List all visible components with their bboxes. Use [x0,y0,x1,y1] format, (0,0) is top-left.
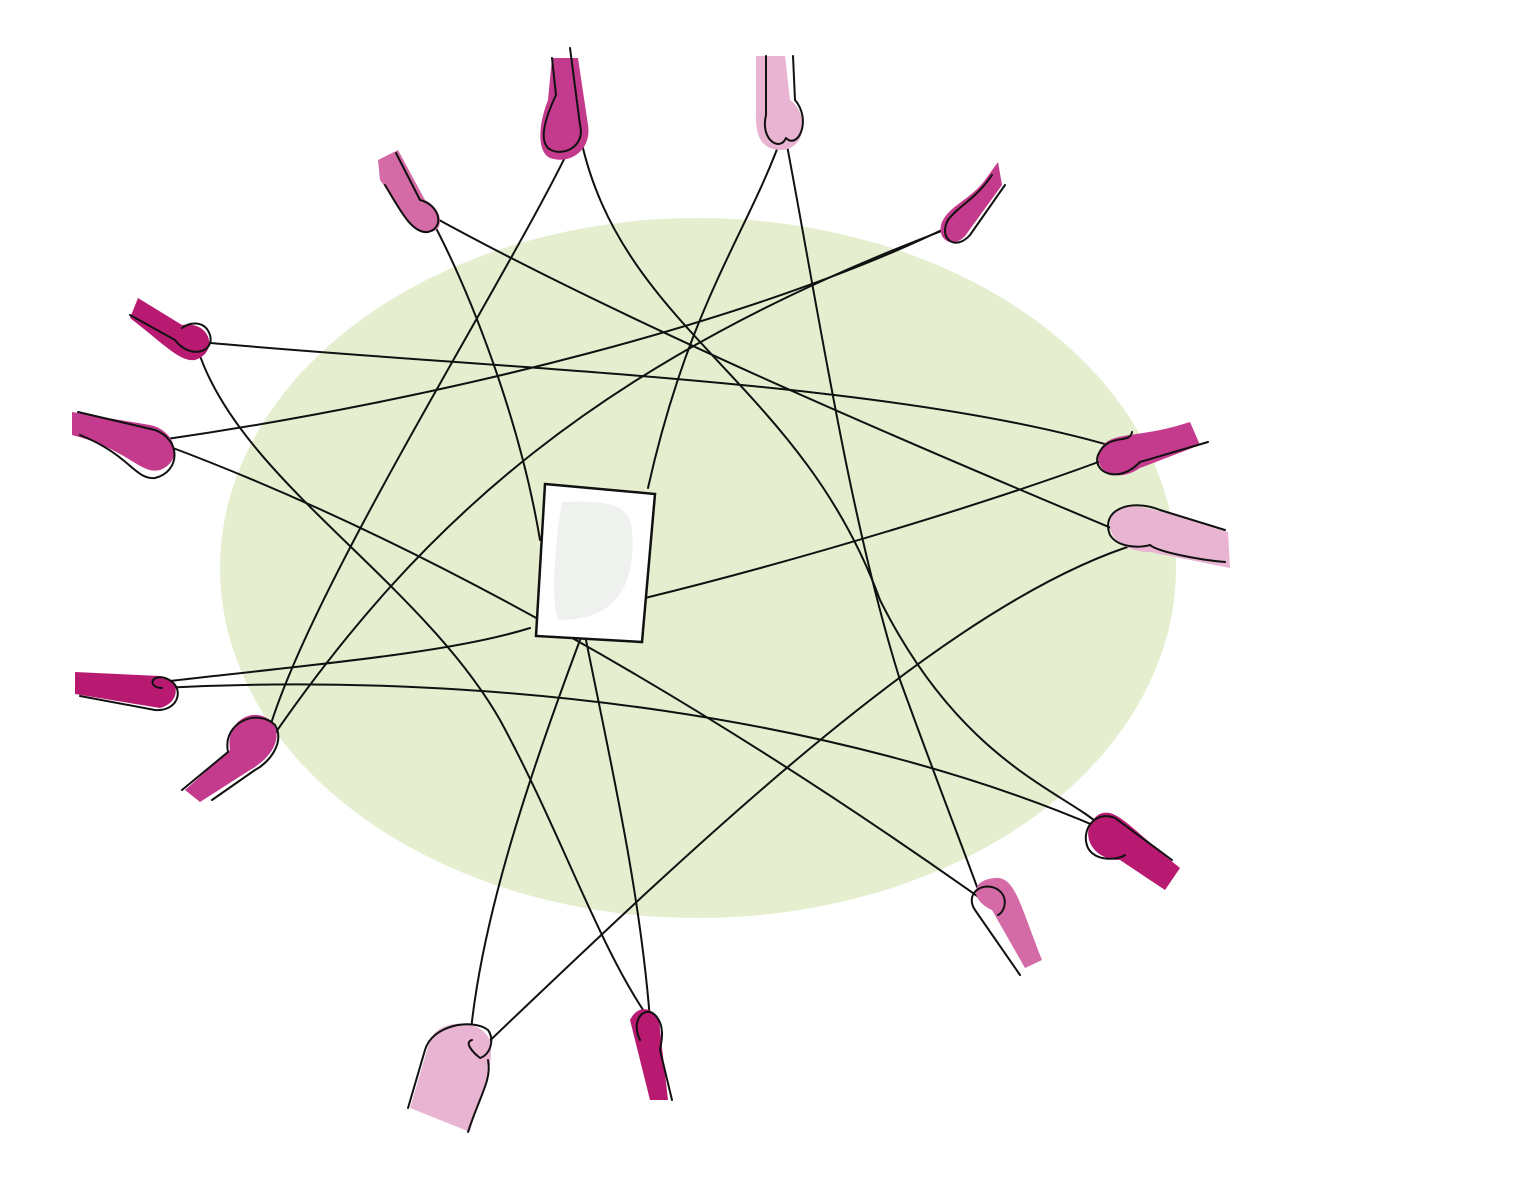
hand-top-left-center [540,47,589,160]
string [584,634,651,1021]
hand-left-middle [72,411,176,480]
hand-fill [75,672,176,708]
hand-outline [1096,431,1209,476]
hand-outline [635,1010,673,1101]
center-card [534,482,657,644]
hand-fill [130,298,210,361]
hand-bottom-center [630,1009,673,1101]
hand-fill [755,56,803,150]
string [579,134,1101,826]
hand-right-upper [1096,422,1209,476]
hand-fill [1088,812,1180,890]
hand-fill [630,1009,668,1100]
string [159,683,1101,829]
hand-outline [77,411,176,480]
green-ellipse-background [220,218,1176,918]
string [479,542,1141,1051]
hand-lower-left [181,714,280,802]
hand-fill [540,58,589,160]
string [647,129,785,489]
hand-fill [1098,422,1200,476]
hand-left-lower [75,672,179,712]
hand-right-middle [1107,504,1230,568]
hand-outline [542,47,582,153]
string [264,129,579,746]
hand-outline [944,174,1006,244]
string [427,212,541,541]
hand-right-lower [1084,812,1180,890]
string [264,226,953,749]
string [429,214,1141,541]
hand-upper-right [940,162,1006,244]
hand-outline [970,885,1021,976]
hand-outline [181,716,280,801]
hand-outline [1107,504,1226,563]
hand-fill [72,412,175,471]
string [159,627,531,683]
hand-top-right-center [755,55,804,150]
hand-fill [1109,506,1230,568]
hand-fill [378,150,440,233]
hand-outline [79,676,179,712]
hand-outline [384,152,440,234]
hand-upper-left [378,150,440,234]
yarn-strings [159,129,1141,1051]
hand-outline [763,55,804,145]
card-shade [554,501,633,620]
hands [72,47,1230,1133]
string [199,341,1126,451]
hand-bottom-left [407,1023,493,1133]
string [159,224,953,441]
hand-fill [975,877,1042,968]
hand-bottom-right [970,877,1042,976]
hand-fill [185,714,277,802]
string [197,349,651,1021]
hand-fill [410,1023,491,1132]
string [469,639,581,1041]
hand-outline [1084,815,1173,861]
string [644,451,1126,599]
hand-outline [407,1023,493,1133]
hand-outline [129,314,212,353]
hand-left-upper [129,298,212,361]
